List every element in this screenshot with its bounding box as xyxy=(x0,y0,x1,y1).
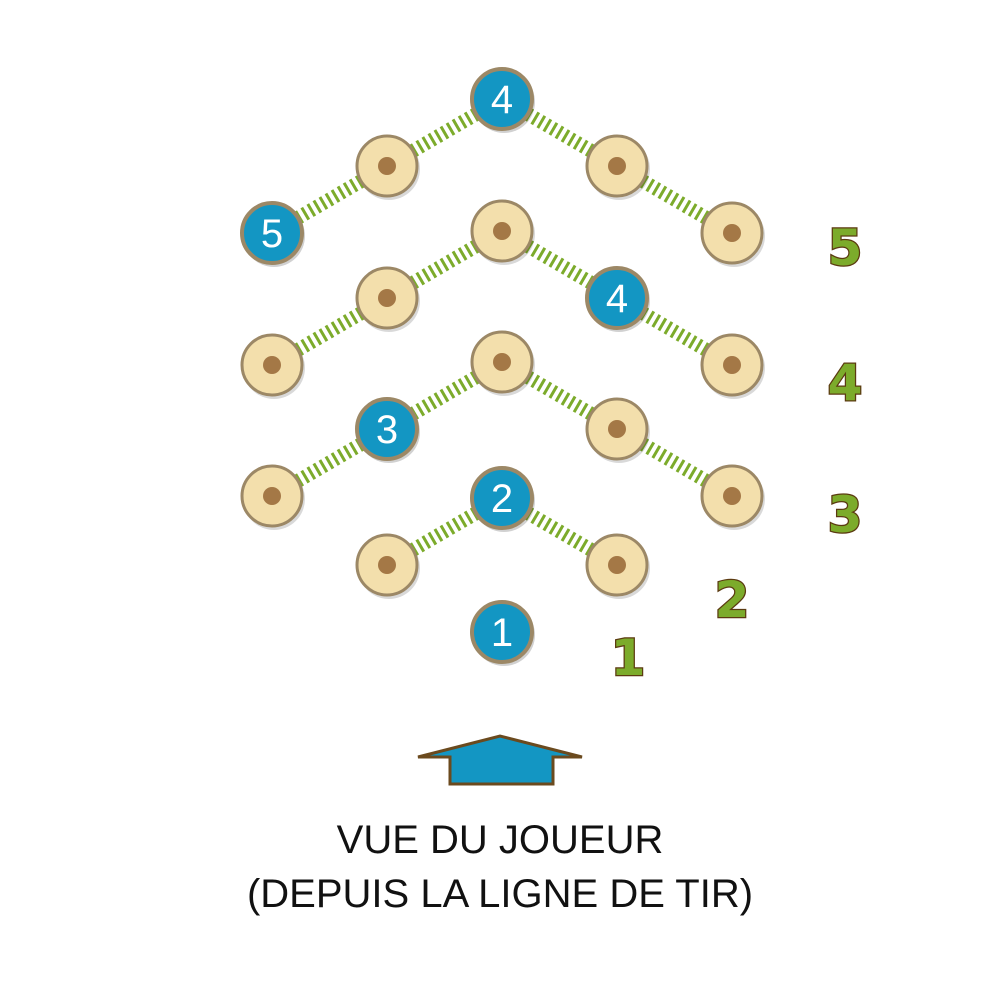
pin xyxy=(585,397,650,463)
pin-center xyxy=(723,224,741,242)
pin-center xyxy=(493,353,511,371)
connector-rope xyxy=(409,371,480,420)
pin-center xyxy=(608,556,626,574)
pin xyxy=(240,464,305,530)
target-pin: 2 xyxy=(470,466,535,532)
row-label: 2 xyxy=(715,571,750,629)
pin xyxy=(240,333,305,399)
pin-center xyxy=(378,289,396,307)
connector-rope xyxy=(639,307,710,356)
connector-rope xyxy=(409,507,480,556)
pin-number: 5 xyxy=(261,212,283,256)
caption-line-1: VUE DU JOUEUR xyxy=(336,818,664,862)
row-label: 3 xyxy=(828,486,863,544)
pin-number: 4 xyxy=(491,78,513,122)
target-pin: 4 xyxy=(585,266,650,332)
pin xyxy=(585,533,650,599)
target-pin: 5 xyxy=(240,201,305,267)
caption-line-2: (DEPUIS LA LIGNE DE TIR) xyxy=(246,872,754,916)
pin xyxy=(355,533,420,599)
pin-center xyxy=(608,157,626,175)
connector-rope xyxy=(524,371,595,420)
connector-rope xyxy=(639,175,710,224)
player-direction-arrow-icon xyxy=(417,734,583,786)
connector-rope xyxy=(409,240,480,289)
connector-rope xyxy=(524,240,595,289)
pin-center xyxy=(723,487,741,505)
pin xyxy=(355,266,420,332)
pin-number: 4 xyxy=(606,277,628,321)
row-label: 4 xyxy=(828,354,863,412)
pin xyxy=(585,134,650,200)
pin xyxy=(470,199,535,265)
row-labels: 1 2 3 4 5 xyxy=(609,218,863,689)
connector-rope xyxy=(294,438,365,487)
pin xyxy=(700,333,765,399)
pin-center xyxy=(378,157,396,175)
pin xyxy=(470,330,535,396)
connector-rope xyxy=(524,108,595,157)
pins: 1 2 3 4 5 4 xyxy=(240,67,765,666)
pin xyxy=(355,134,420,200)
target-pin: 3 xyxy=(355,397,420,463)
target-pin: 4 xyxy=(470,67,535,133)
pin-center xyxy=(723,356,741,374)
pin xyxy=(700,464,765,530)
pin-center xyxy=(378,556,396,574)
pin-number: 3 xyxy=(376,408,398,452)
connector-rope xyxy=(409,108,480,157)
connector-rope xyxy=(294,175,365,224)
pin-number: 1 xyxy=(491,611,513,655)
pin-number: 2 xyxy=(491,477,513,521)
pin xyxy=(700,201,765,267)
connector-rope xyxy=(524,507,595,556)
row-label: 5 xyxy=(828,219,863,277)
pin-center xyxy=(608,420,626,438)
pin-center xyxy=(263,487,281,505)
connector-rope xyxy=(639,438,710,487)
target-pin: 1 xyxy=(470,600,535,666)
row-label: 1 xyxy=(611,629,646,687)
connectors xyxy=(294,108,710,556)
pin-center xyxy=(263,356,281,374)
connector-rope xyxy=(294,307,365,356)
pin-center xyxy=(493,222,511,240)
